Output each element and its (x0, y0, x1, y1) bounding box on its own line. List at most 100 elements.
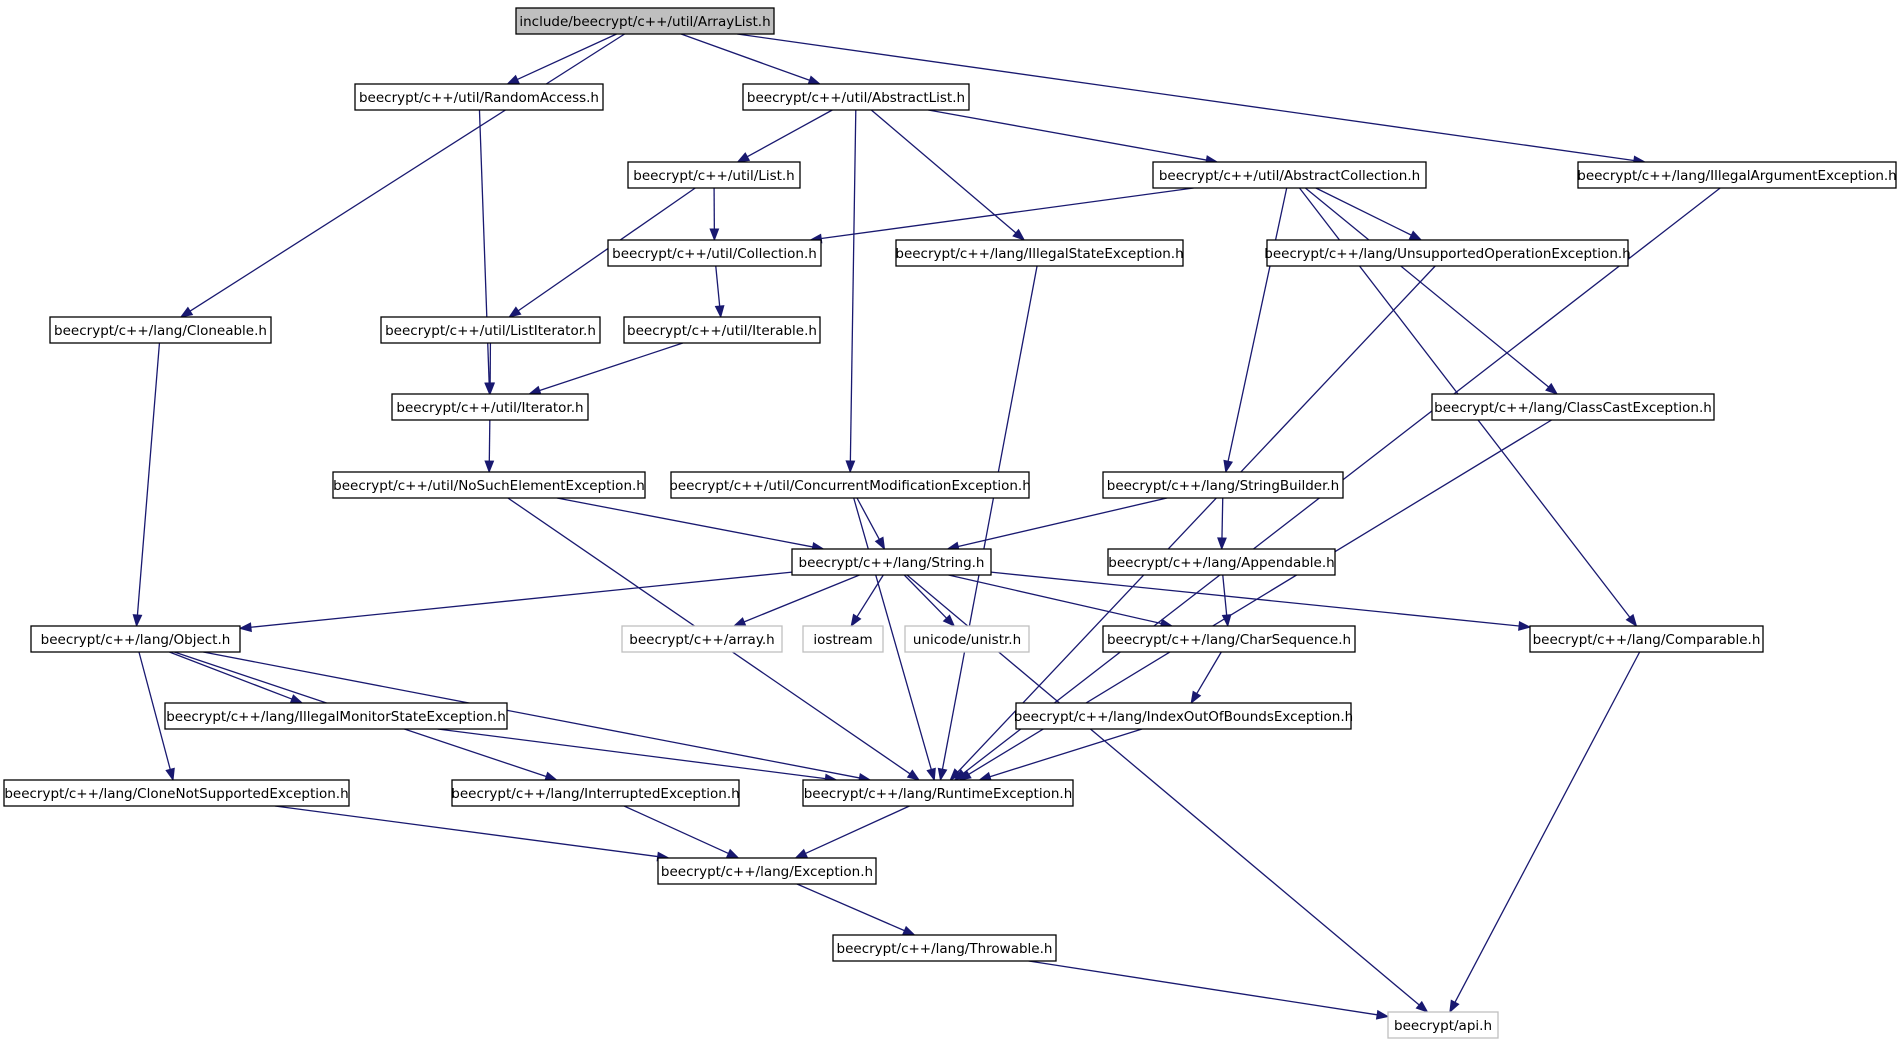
edge-concurrentmod-to-runtime (853, 497, 936, 782)
edge-cloneable-to-object (132, 342, 161, 628)
node-box (380, 316, 601, 344)
edge-string-to-array (732, 574, 860, 627)
edge-illegalmonitor-to-runtime (437, 728, 838, 784)
edge-string-to-charsequence (948, 574, 1174, 629)
edge-line (989, 728, 1143, 778)
edge-comparable-to-api (1449, 651, 1641, 1014)
node-box (1015, 702, 1352, 730)
node-arraylist[interactable]: include/beecrypt/c++/util/ArrayList.h (515, 7, 775, 35)
node-box (1107, 548, 1336, 576)
node-indexoutofbounds[interactable]: beecrypt/c++/lang/IndexOutOfBoundsExcept… (1014, 702, 1353, 730)
node-comparable[interactable]: beecrypt/c++/lang/Comparable.h (1529, 625, 1764, 653)
edge-line (948, 574, 1162, 625)
node-label: beecrypt/c++/lang/IllegalStateException.… (895, 246, 1183, 262)
node-charsequence[interactable]: beecrypt/c++/lang/CharSequence.h (1102, 625, 1356, 653)
edge-arrowhead (1545, 382, 1559, 395)
edge-line (715, 265, 721, 307)
node-randomaccess[interactable]: beecrypt/c++/util/RandomAccess.h (354, 83, 604, 111)
node-collection[interactable]: beecrypt/c++/util/Collection.h (607, 239, 822, 267)
node-iterator[interactable]: beecrypt/c++/util/Iterator.h (391, 393, 589, 421)
edge-string-to-object (238, 571, 793, 633)
edge-arrowhead (1190, 690, 1202, 705)
node-listiterator[interactable]: beecrypt/c++/util/ListIterator.h (380, 316, 601, 344)
node-box (1102, 625, 1356, 653)
node-abstractlist[interactable]: beecrypt/c++/util/AbstractList.h (742, 83, 970, 111)
edge-line (796, 883, 905, 932)
node-classcast[interactable]: beecrypt/c++/lang/ClassCastException.h (1431, 393, 1715, 421)
node-label: beecrypt/c++/lang/Exception.h (661, 864, 873, 880)
edge-charsequence-to-indexoutofbounds (1190, 651, 1222, 705)
edge-arrowhead (794, 848, 809, 859)
edge-arrowhead (937, 767, 948, 782)
edge-line (250, 571, 793, 628)
node-box (742, 83, 970, 111)
edge-iterable-to-iterator (527, 342, 684, 396)
node-clonenotsupported[interactable]: beecrypt/c++/lang/CloneNotSupportedExcep… (3, 779, 350, 807)
edge-line (1227, 187, 1288, 462)
node-label: beecrypt/c++/util/RandomAccess.h (359, 90, 599, 106)
node-illegalmonitor[interactable]: beecrypt/c++/lang/IllegalMonitorStateExc… (164, 702, 508, 730)
edge-line (1304, 187, 1550, 388)
node-cloneable[interactable]: beecrypt/c++/lang/Cloneable.h (49, 316, 272, 344)
edge-throwable-to-api (1028, 960, 1390, 1020)
node-iterable[interactable]: beecrypt/c++/util/Iterable.h (623, 316, 821, 344)
node-object[interactable]: beecrypt/c++/lang/Object.h (30, 625, 241, 653)
node-label: beecrypt/c++/util/AbstractList.h (747, 90, 965, 106)
edge-line (870, 109, 1017, 234)
edge-line (1222, 574, 1228, 616)
node-throwable[interactable]: beecrypt/c++/lang/Throwable.h (832, 934, 1057, 962)
node-label: beecrypt/c++/util/Collection.h (612, 246, 817, 262)
edge-arrowhead (714, 305, 725, 319)
node-label: beecrypt/c++/lang/RuntimeException.h (804, 786, 1073, 802)
edge-arrowhead (709, 228, 720, 242)
edge-arrowhead (1375, 1009, 1390, 1020)
node-layer: include/beecrypt/c++/util/ArrayList.h bee… (3, 7, 1897, 1039)
node-abstractcollection[interactable]: beecrypt/c++/util/AbstractCollection.h (1152, 161, 1427, 189)
edge-abstractlist-to-illegalstate (870, 109, 1026, 241)
node-list[interactable]: beecrypt/c++/util/List.h (627, 161, 801, 189)
edge-arraylist-to-abstractlist (680, 33, 822, 85)
node-box (332, 471, 646, 499)
node-box (1387, 1011, 1499, 1039)
node-runtime[interactable]: beecrypt/c++/lang/RuntimeException.h (802, 779, 1074, 807)
node-array: beecrypt/c++/array.h (621, 625, 783, 653)
node-appendable[interactable]: beecrypt/c++/lang/Appendable.h (1107, 548, 1336, 576)
edge-arrowhead (508, 306, 522, 318)
node-unsupported[interactable]: beecrypt/c++/lang/UnsupportedOperationEx… (1264, 239, 1631, 267)
edge-line (203, 651, 860, 779)
edge-abstractlist-to-abstractcollection (928, 109, 1219, 165)
node-interrupted[interactable]: beecrypt/c++/lang/InterruptedException.h (451, 779, 740, 807)
node-illegalstate[interactable]: beecrypt/c++/lang/IllegalStateException.… (895, 239, 1184, 267)
node-illegalargument[interactable]: beecrypt/c++/lang/IllegalArgumentExcepti… (1577, 161, 1897, 189)
node-stringbuilder[interactable]: beecrypt/c++/lang/StringBuilder.h (1102, 471, 1344, 499)
edge-abstractcollection-to-unsupported (1315, 187, 1423, 241)
edge-line (556, 497, 813, 548)
node-label: include/beecrypt/c++/util/ArrayList.h (519, 14, 770, 30)
edge-line (941, 265, 1038, 770)
edge-arrowhead (527, 385, 542, 396)
edge-line (488, 419, 491, 462)
edge-arrowhead (132, 614, 143, 628)
node-concurrentmod[interactable]: beecrypt/c++/util/ConcurrentModification… (669, 471, 1031, 499)
edge-arrowhead (484, 460, 495, 474)
node-box (657, 857, 877, 885)
edge-abstractcollection-to-stringbuilder (1223, 187, 1288, 474)
edge-line (1315, 187, 1412, 236)
node-nosuchelement[interactable]: beecrypt/c++/util/NoSuchElementException… (332, 471, 646, 499)
node-label: beecrypt/c++/lang/IllegalMonitorStateExc… (166, 709, 506, 725)
edge-object-to-illegalmonitor (169, 651, 304, 704)
edge-arrowhead (485, 382, 496, 396)
edge-arrowhead (289, 694, 304, 704)
edge-arraylist-to-cloneable (179, 33, 625, 318)
node-exception[interactable]: beecrypt/c++/lang/Exception.h (657, 857, 877, 885)
node-box (30, 625, 241, 653)
node-string[interactable]: beecrypt/c++/lang/String.h (791, 548, 992, 576)
node-label: beecrypt/c++/lang/IndexOutOfBoundsExcept… (1014, 709, 1353, 725)
node-box (904, 625, 1030, 653)
node-label: beecrypt/c++/lang/UnsupportedOperationEx… (1264, 246, 1630, 262)
node-box (623, 316, 821, 344)
node-label: iostream (813, 632, 872, 648)
edge-nosuchelement-to-string (556, 497, 825, 552)
edge-line (1221, 497, 1224, 539)
edge-arrowhead (1223, 459, 1234, 474)
